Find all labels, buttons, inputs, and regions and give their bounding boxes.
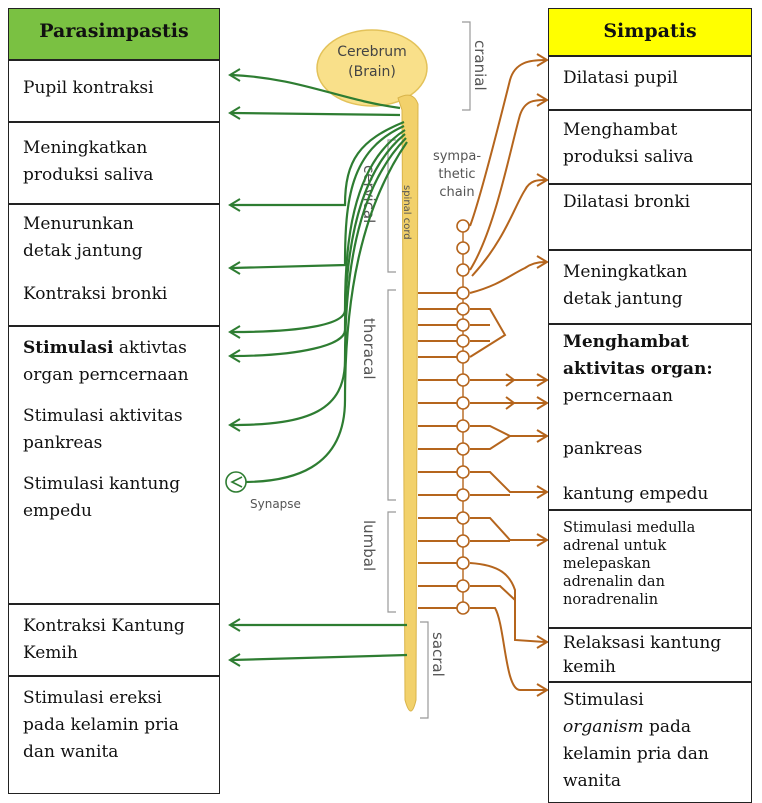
left-box-saliva: Meningkatkan produksi saliva — [8, 122, 220, 204]
right-item-saliva-1: Menghambat — [563, 117, 741, 144]
sympathetic-arrowheads — [506, 54, 547, 696]
right-box-bronchi: Dilatasi bronki — [548, 184, 752, 250]
right-inhibit-heading-1: Menghambat — [563, 329, 741, 356]
right-box-saliva: Menghambat produksi saliva — [548, 110, 752, 184]
right-box-pupil: Dilatasi pupil — [548, 56, 752, 110]
left-box-bladder: Kontraksi Kantung Kemih — [8, 604, 220, 676]
left-box-heart-bronchi: Menurunkan detak jantung Kontraksi bronk… — [8, 204, 220, 326]
left-item-erection-1: Stimulasi ereksi — [23, 685, 209, 712]
region-thoracal: thoracal — [360, 318, 378, 380]
left-item-digestion-2: organ perncernaan — [23, 362, 209, 389]
right-inhibit-heading-2: aktivitas organ: — [563, 356, 741, 383]
left-box-pupil: Pupil kontraksi — [8, 60, 220, 122]
region-brackets — [388, 22, 470, 718]
region-sacral: sacral — [429, 632, 447, 677]
left-item-digestion-rest: aktivtas — [119, 338, 187, 358]
brain-label-line1: Cerebrum — [337, 44, 407, 60]
left-item-pancreas-2: pankreas — [23, 430, 209, 457]
right-item-orgasm-2: organism pada — [563, 714, 741, 741]
left-item-heart-2: detak jantung — [23, 238, 209, 265]
left-item-digestion-bold: Stimulasi — [23, 338, 113, 358]
parasympathetic-arrowheads — [230, 69, 240, 666]
left-item-saliva-1: Meningkatkan — [23, 135, 209, 162]
left-item-digestion-1: Stimulasi aktivtas — [23, 335, 209, 362]
right-item-digestion: perncernaan — [563, 383, 741, 410]
left-box-digestion: Stimulasi aktivtas organ perncernaan Sti… — [8, 326, 220, 604]
parasympathetic-header: Parasimpastis — [8, 8, 220, 60]
right-box-bladder: Relaksasi kantung kemih — [548, 628, 752, 682]
right-item-adrenal-5: noradrenalin — [563, 591, 741, 609]
left-box-erection: Stimulasi ereksi pada kelamin pria dan w… — [8, 676, 220, 794]
right-item-adrenal-3: melepaskan — [563, 555, 741, 573]
right-item-adrenal-2: adrenal untuk — [563, 537, 741, 555]
right-box-inhibit: Menghambat aktivitas organ: perncernaan … — [548, 324, 752, 510]
right-item-bladder-1: Relaksasi kantung — [563, 631, 741, 655]
left-item-heart-1: Menurunkan — [23, 211, 209, 238]
right-item-pancreas: pankreas — [563, 436, 741, 463]
sympathetic-chain-label-1: sympa- — [433, 149, 481, 164]
region-cranial: cranial — [471, 40, 489, 91]
right-item-orgasm-1: Stimulasi — [563, 687, 741, 714]
left-item-gallbladder-1: Stimulasi kantung — [23, 471, 209, 498]
right-box-heart: Meningkatkan detak jantung — [548, 250, 752, 324]
left-item-bladder-2: Kemih — [23, 640, 209, 667]
right-item-orgasm-rest: pada — [649, 717, 691, 737]
spinal-cord-label: spinal cord — [401, 185, 412, 240]
right-item-bladder-2: kemih — [563, 655, 741, 679]
right-item-saliva-2: produksi saliva — [563, 144, 741, 171]
region-lumbal: lumbal — [360, 520, 378, 571]
right-item-adrenal-4: adrenalin dan — [563, 573, 741, 591]
sympathetic-chain-label-2: thetic — [438, 167, 475, 182]
synapse-label: Synapse — [250, 497, 301, 511]
sympathetic-chain-label-3: chain — [439, 185, 474, 200]
left-item-saliva-2: produksi saliva — [23, 162, 209, 189]
right-item-heart-2: detak jantung — [563, 286, 741, 313]
right-item-gallbladder: kantung empedu — [563, 481, 741, 508]
left-item-gallbladder-2: empedu — [23, 498, 209, 525]
brain-label-line2: (Brain) — [348, 64, 396, 80]
right-item-orgasm-4: wanita — [563, 768, 741, 795]
left-item-bladder-1: Kontraksi Kantung — [23, 613, 209, 640]
synapse-icon — [226, 472, 246, 492]
right-item-bronchi: Dilatasi bronki — [563, 189, 741, 216]
right-item-orgasm-italic: organism — [563, 717, 644, 737]
right-box-adrenal: Stimulasi medulla adrenal untuk melepask… — [548, 510, 752, 628]
left-item-erection-3: dan wanita — [23, 739, 209, 766]
right-box-orgasm: Stimulasi organism pada kelamin pria dan… — [548, 682, 752, 803]
left-item-pancreas-1: Stimulasi aktivitas — [23, 403, 209, 430]
parasympathetic-nerves — [232, 75, 407, 660]
sympathetic-header: Simpatis — [548, 8, 752, 56]
right-item-adrenal-1: Stimulasi medulla — [563, 519, 741, 537]
right-item-pupil: Dilatasi pupil — [563, 65, 741, 92]
left-item-erection-2: pada kelamin pria — [23, 712, 209, 739]
right-item-heart-1: Meningkatkan — [563, 259, 741, 286]
left-item-pupil: Pupil kontraksi — [23, 75, 209, 102]
right-item-orgasm-3: kelamin pria dan — [563, 741, 741, 768]
left-item-bronchi: Kontraksi bronki — [23, 281, 209, 308]
